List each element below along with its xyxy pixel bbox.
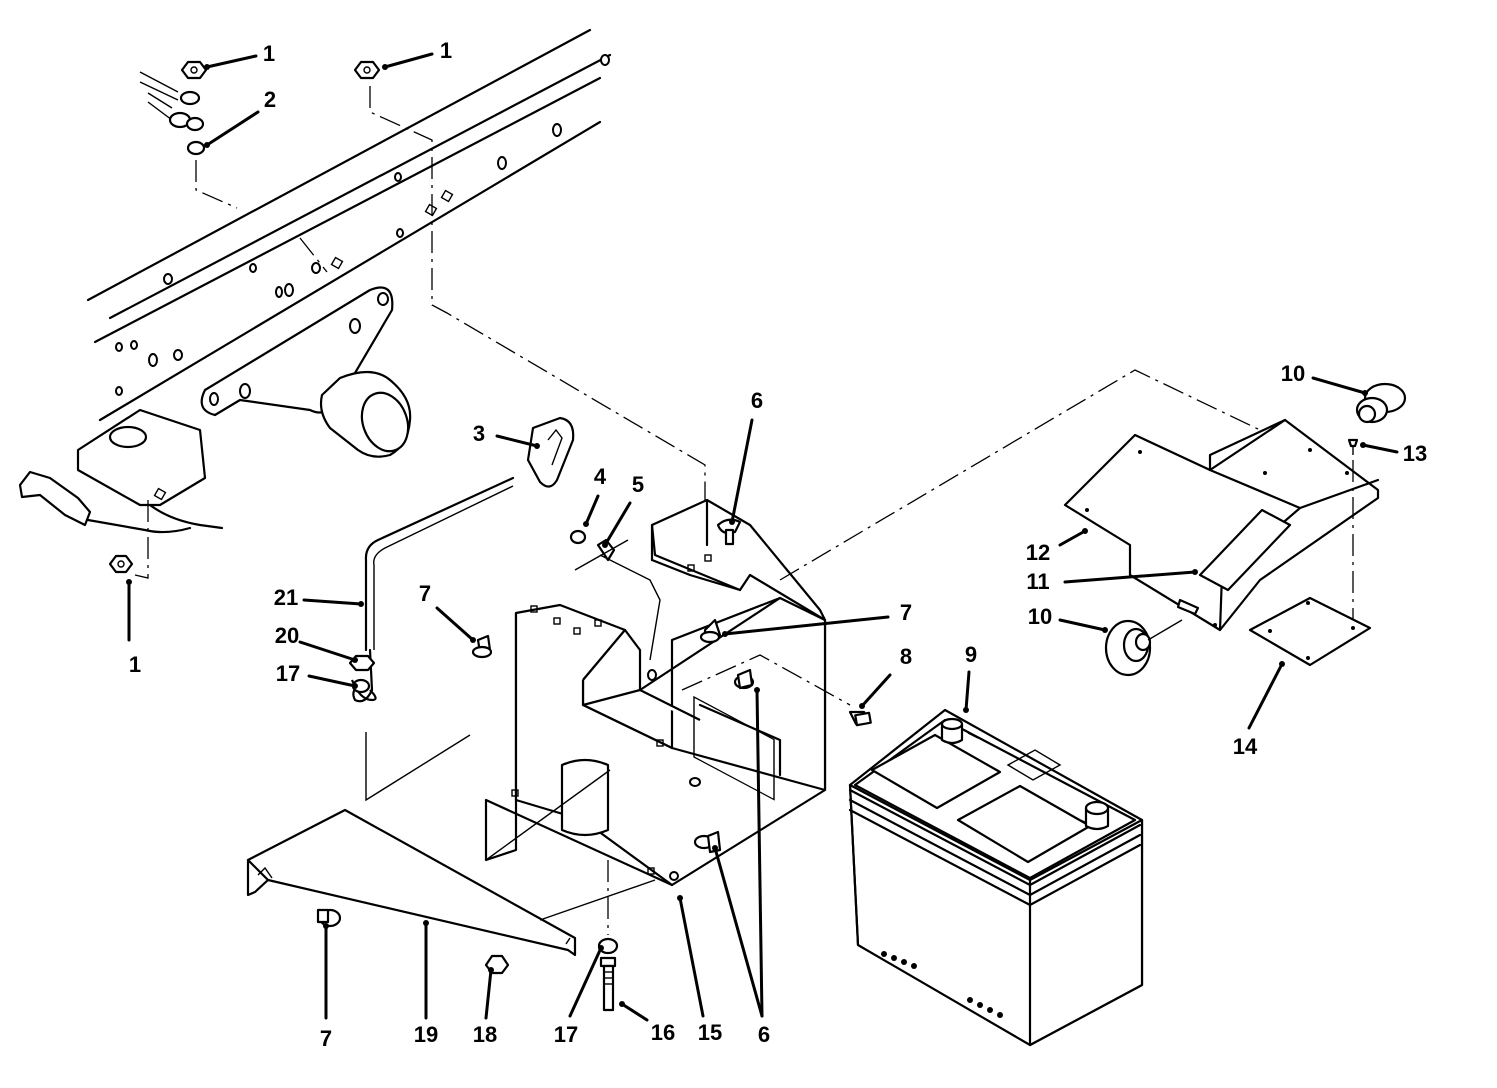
mounting-plate <box>1248 596 1372 667</box>
callout-1-bottom-left: 1 <box>129 652 141 677</box>
clip-bracket <box>526 416 575 488</box>
callout-15: 15 <box>698 1020 722 1045</box>
callout-4: 4 <box>594 464 607 489</box>
callout-14: 14 <box>1233 734 1258 759</box>
bottom-plate <box>246 769 656 957</box>
bolt-icon <box>733 668 755 690</box>
callout-11: 11 <box>1026 569 1049 594</box>
callout-21: 21 <box>274 585 298 610</box>
callout-19: 19 <box>414 1022 438 1047</box>
hold-down-rod <box>364 476 515 652</box>
callout-7-bottom: 7 <box>320 1026 332 1051</box>
callout-16: 16 <box>651 1020 675 1045</box>
callout-8: 8 <box>900 644 912 669</box>
cable-terminals <box>139 71 205 132</box>
callout-12: 12 <box>1026 540 1050 565</box>
frame-rail <box>18 28 612 534</box>
callout-5: 5 <box>632 472 644 497</box>
knob-icon <box>1104 619 1152 677</box>
callout-17-left: 17 <box>276 661 300 686</box>
callout-17-bottom: 17 <box>554 1022 578 1047</box>
battery-tray <box>484 498 827 887</box>
callout-6-top: 6 <box>751 388 763 413</box>
bolt-icon <box>699 618 722 644</box>
callout-3: 3 <box>473 421 485 446</box>
washer-icon <box>186 140 206 156</box>
callout-1-top-left: 1 <box>263 41 275 66</box>
nut-icon <box>180 60 208 80</box>
callout-7-left: 7 <box>419 581 431 606</box>
knob-icon <box>1355 382 1407 424</box>
screw-icon <box>1347 438 1359 455</box>
callout-18: 18 <box>473 1022 497 1047</box>
callout-10-bottom: 10 <box>1028 604 1052 629</box>
callout-6-bottom: 6 <box>758 1022 770 1047</box>
battery-cover <box>1063 418 1380 632</box>
nut-icon <box>569 529 587 545</box>
bolt-icon <box>471 634 493 659</box>
nut-icon <box>108 554 134 574</box>
callout-1-top-center: 1 <box>440 38 452 63</box>
callout-9: 9 <box>965 642 977 667</box>
callout-20: 20 <box>275 623 299 648</box>
callout-10-top: 10 <box>1281 361 1305 386</box>
callout-7-right: 7 <box>900 600 912 625</box>
leader-lines <box>126 52 1399 1022</box>
callout-labels: 1 1 2 1 3 4 5 6 7 7 8 9 10 13 12 11 10 1… <box>129 38 1427 1051</box>
callout-13: 13 <box>1403 441 1427 466</box>
bolt-icon <box>848 710 872 727</box>
battery <box>848 708 1144 1047</box>
bolt-icon <box>316 908 342 928</box>
bolt-icon <box>599 956 617 1012</box>
callout-2: 2 <box>264 87 276 112</box>
nut-icon <box>353 60 381 80</box>
